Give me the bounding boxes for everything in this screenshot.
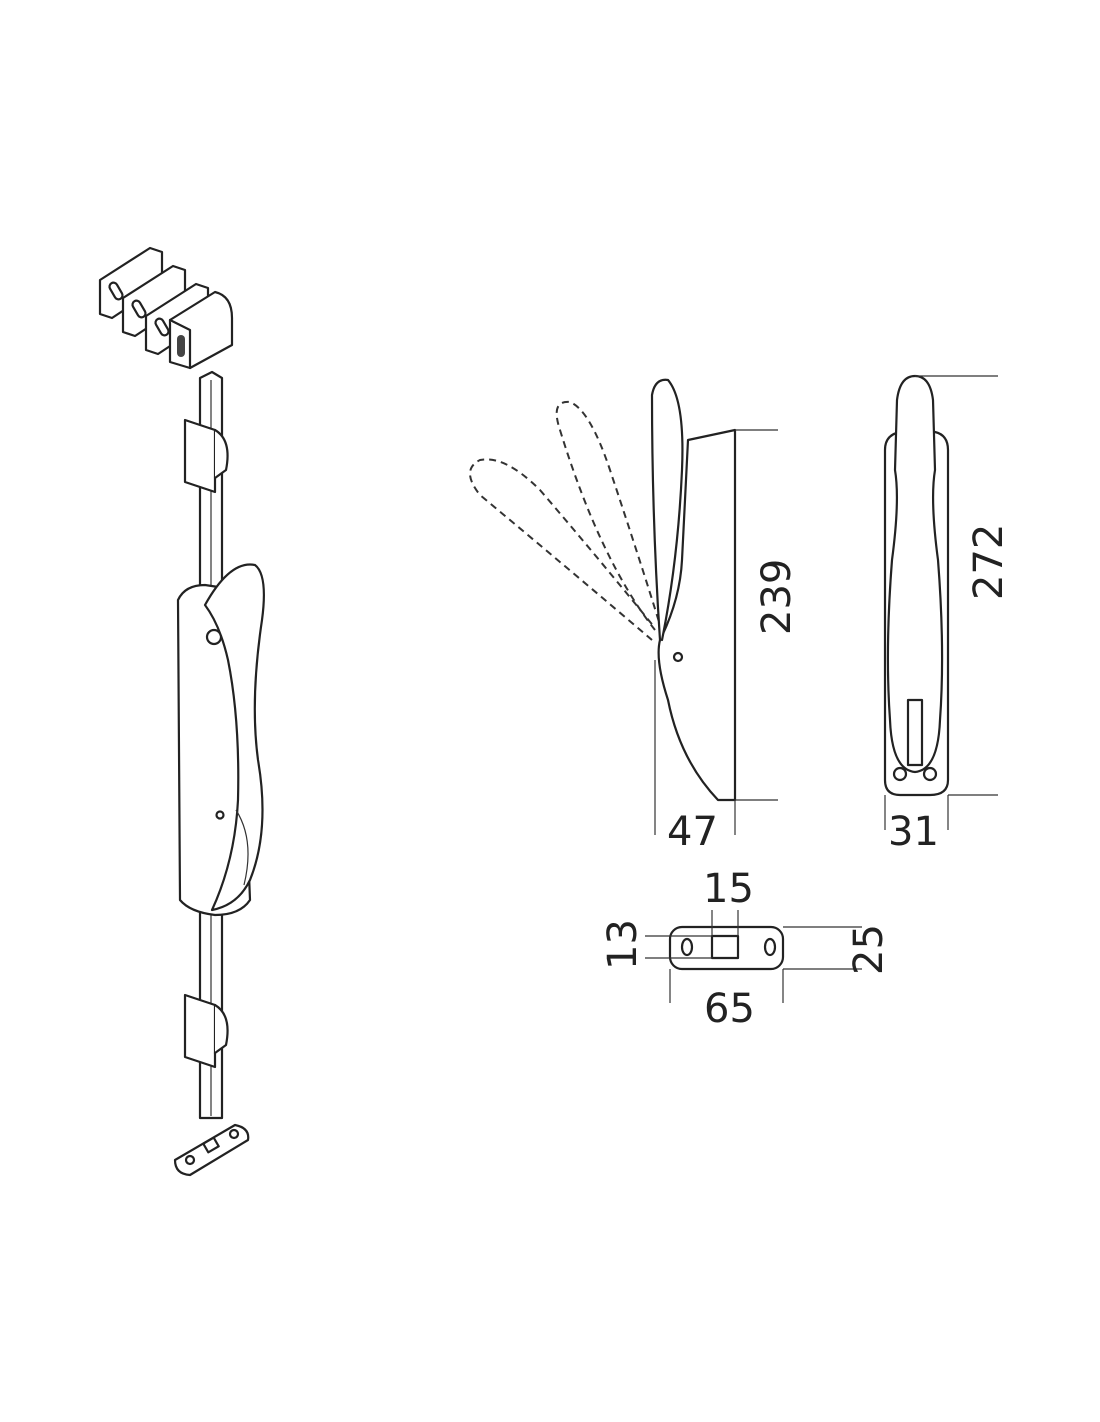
- dim-side-depth: 47: [667, 809, 718, 855]
- dim-front-width: 31: [888, 809, 939, 855]
- front-view: 272 31: [883, 374, 1012, 855]
- side-view: 239 47: [469, 378, 800, 855]
- dim-strike-slot-height: 13: [600, 919, 646, 970]
- dim-front-height: 272: [966, 524, 1012, 600]
- dim-strike-height: 25: [846, 924, 892, 975]
- handle-base-profile: [657, 428, 737, 802]
- strike-plate-bottom: [173, 1123, 250, 1177]
- strike-plate-view: 15 13 25 65: [600, 866, 892, 1032]
- exploded-assembly: [98, 246, 265, 1177]
- rod-guide-top: [183, 418, 229, 494]
- lever-profile: [650, 378, 684, 642]
- keeper-block: [168, 290, 234, 370]
- open-positions-dashed: [469, 400, 661, 641]
- dim-strike-slot-width: 15: [703, 866, 754, 912]
- lever-handle: [203, 563, 265, 912]
- dim-side-height: 239: [754, 559, 800, 635]
- rod-guide-bottom: [183, 993, 229, 1069]
- dim-strike-length: 65: [704, 986, 755, 1032]
